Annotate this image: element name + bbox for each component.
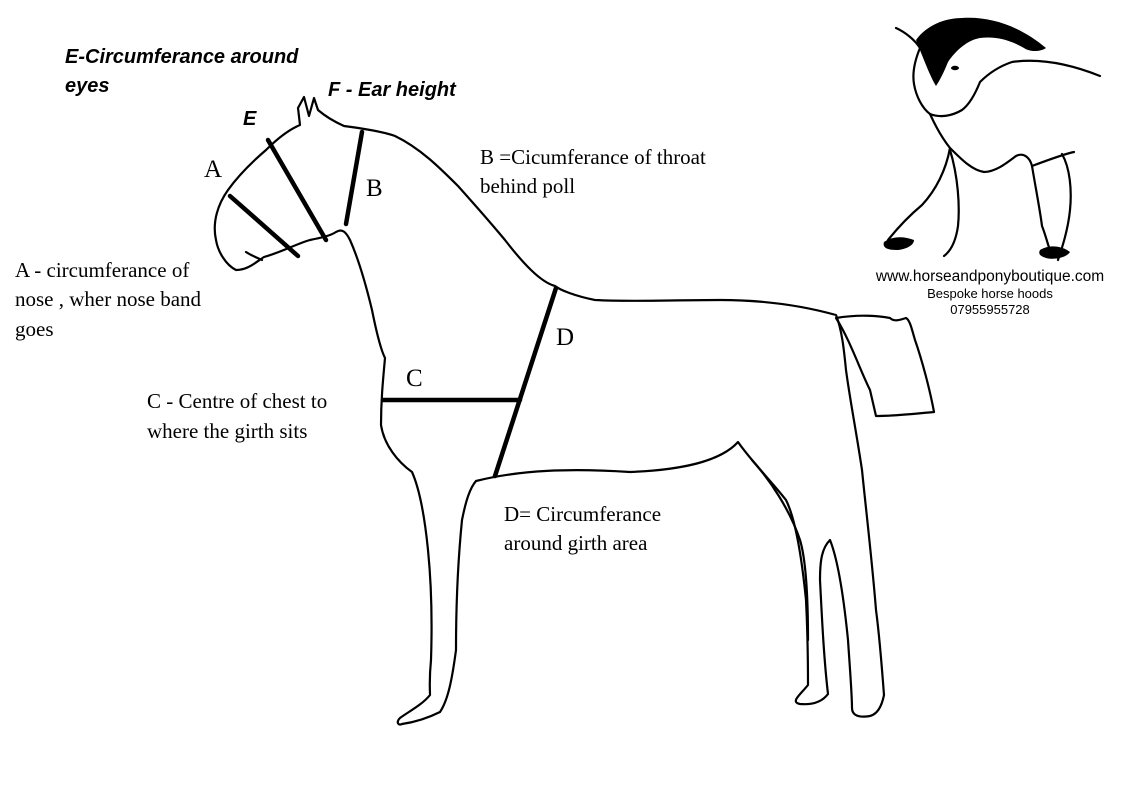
measure-line-e [265,137,329,243]
d-description-line2: around girth area [504,531,648,555]
brand-tagline: Bespoke horse hoods [927,286,1053,301]
mane [916,17,1046,86]
measurement-lines [227,129,559,479]
measure-line-d [492,285,559,479]
c-description-line1: C - Centre of chest to [147,389,328,413]
e-description-line2: eyes [65,75,110,97]
f-description: F - Ear height [328,79,456,101]
brand-phone: 07955955728 [950,302,1030,317]
horse-outline [213,95,936,726]
logo-eye [951,65,959,71]
e-description-line1: E-Circumferance around [65,46,299,68]
b-description-line2: behind poll [480,174,576,198]
measure-line-a [227,193,301,259]
c-letter-label: C [406,365,423,392]
measure-line-b [343,129,365,227]
b-letter-label: B [366,175,383,202]
brand-block: www.horseandponyboutique.com Bespoke hor… [848,268,1132,318]
a-letter-label: A [204,156,223,183]
a-description-line1: A - circumferance of [15,258,190,282]
d-description-line1: D= Circumferance [504,502,662,526]
a-description-line2: nose , wher nose band [15,287,202,311]
d-letter-label: D [556,324,575,351]
b-description-line1: B =Cicumferance of throat [480,145,706,169]
brand-website: www.horseandponyboutique.com [875,268,1105,285]
a-description-line3: goes [15,317,54,341]
e-letter-label: E [243,108,257,130]
c-description-line2: where the girth sits [147,419,308,443]
